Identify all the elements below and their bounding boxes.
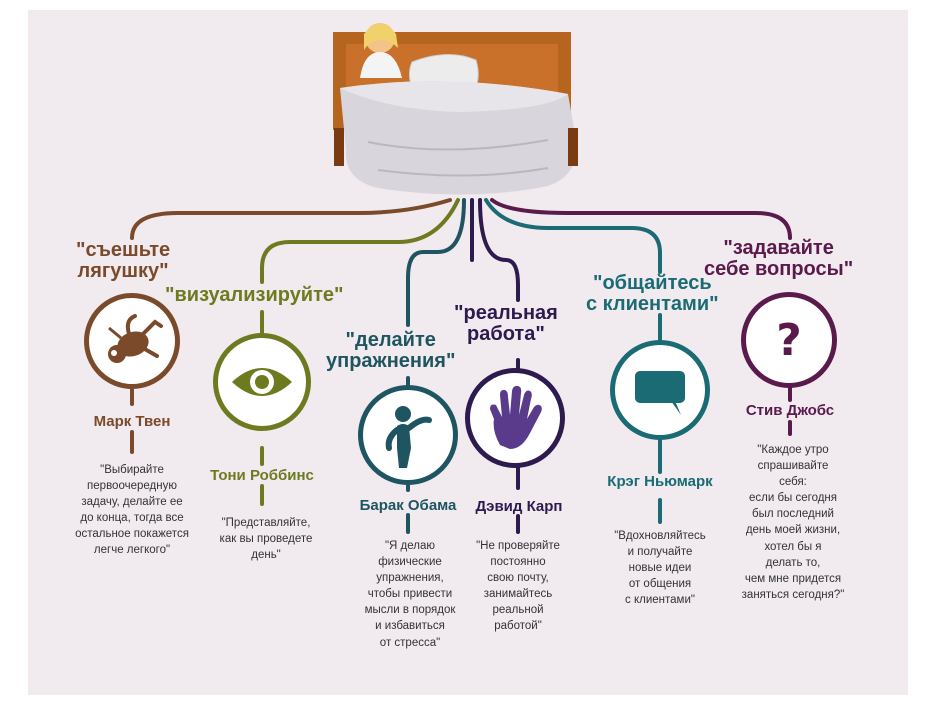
person-obama: Барак Обама <box>359 497 457 514</box>
tip-newmark: "общайтесь с клиентами" <box>586 272 719 315</box>
tip-jobs: "задавайте себе вопросы" <box>704 237 854 280</box>
exercise-icon <box>385 406 432 468</box>
tip-robbins: "визуализируйте" <box>165 284 344 306</box>
person-robbins: Тони Роббинс <box>210 467 314 484</box>
quote-newmark: "Вдохновляйтесь и получайте новые идеи о… <box>614 530 706 607</box>
icon-circle-twain <box>84 293 180 389</box>
quote-karp: "Не проверяйте постоянно свою почту, зан… <box>476 540 560 633</box>
quote-jobs: "Каждое утро спрашивайте себя: если бы с… <box>741 444 845 601</box>
quote-twain: "Выбирайте первоочередную задачу, делайт… <box>75 464 189 557</box>
infographic-board: "съешьте лягушку" Марк Твен "Выбирайте п… <box>28 10 908 695</box>
icon-circle-karp <box>465 368 565 468</box>
quote-robbins: "Представляйте, как вы проведете день" <box>219 517 313 562</box>
connector-lines <box>130 23 792 534</box>
person-newmark: Крэг Ньюмарк <box>607 473 713 490</box>
eye-icon <box>232 368 292 396</box>
person-jobs: Стив Джобс <box>745 402 835 419</box>
monkey-icon <box>108 314 163 363</box>
tip-karp: "реальная работа" <box>454 302 558 345</box>
icon-circle-jobs: ? <box>741 292 837 388</box>
icon-circle-obama <box>358 385 458 485</box>
tip-twain: "съешьте лягушку" <box>76 239 171 282</box>
person-twain: Марк Твен <box>93 413 171 430</box>
question-icon: ? <box>776 315 802 366</box>
tip-obama: "делайте упражнения" <box>326 329 456 372</box>
quote-obama: "Я делаю физические упражнения, чтобы пр… <box>364 540 456 649</box>
icon-circle-robbins <box>213 333 311 431</box>
chat-icon <box>635 371 685 415</box>
hand-icon <box>490 385 542 449</box>
icon-circle-newmark <box>610 340 710 440</box>
svg-text:?: ? <box>776 315 802 366</box>
person-karp: Дэвид Карп <box>475 498 563 515</box>
bed-illustration <box>333 23 578 195</box>
